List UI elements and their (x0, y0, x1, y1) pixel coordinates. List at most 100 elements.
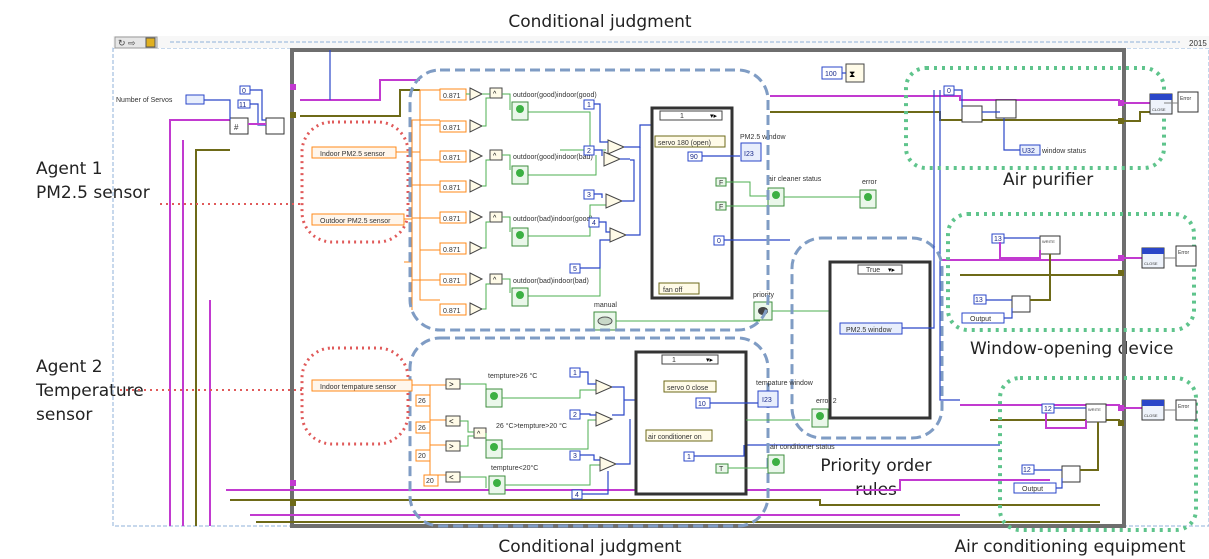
number-of-servos-control[interactable] (185, 94, 205, 105)
priority-case-selector[interactable] (857, 264, 903, 275)
svg-text:Output: Output (1022, 486, 1043, 493)
pm25-select-nodes (603, 139, 628, 243)
agent2-highlight (300, 346, 410, 446)
priority-label: priority (753, 292, 775, 299)
case2-value: 10 (698, 401, 706, 408)
caption-agent2-line3: sensor (36, 405, 92, 425)
error-label: error (862, 179, 877, 186)
svg-text:I23: I23 (762, 397, 772, 404)
window-device-const: 13 (994, 236, 1002, 243)
servo-config-node (265, 117, 285, 135)
pm25-condition-indicators (511, 101, 529, 307)
ac-io-node (1061, 465, 1081, 483)
svg-text:⧗: ⧗ (849, 69, 855, 79)
pm25-window-label: PM2.5 window (740, 134, 786, 141)
caption-agent2-line1: Agent 2 (36, 357, 103, 377)
air-conditioning-region (998, 376, 1198, 532)
priority-order-region (790, 236, 944, 440)
cond-bad-bad: outdoor(bad)indoor(bad) (513, 278, 589, 285)
pm25-case-selector[interactable] (659, 110, 723, 121)
while-loop-frame (290, 48, 1126, 528)
priority-case-structure (828, 260, 932, 420)
svg-text:▾▸: ▾▸ (888, 267, 896, 274)
svg-text:100: 100 (825, 71, 837, 78)
svg-text:▾▸: ▾▸ (710, 113, 718, 120)
purifier-servo-node (961, 105, 983, 123)
svg-text:^: ^ (477, 431, 481, 438)
agent1-highlight (300, 120, 410, 244)
svg-text:T: T (719, 466, 724, 473)
svg-text:0: 0 (717, 238, 721, 245)
svg-text:3: 3 (573, 453, 577, 460)
pm25-index-consts: 1 2 3 4 5 (569, 99, 600, 274)
cond-temp-high: tempture>26 °C (488, 372, 537, 380)
svg-text:0.871: 0.871 (443, 278, 461, 285)
svg-text:>: > (449, 380, 454, 389)
ac-error-handler (1175, 399, 1197, 421)
caption-window-device: Window-opening device (970, 339, 1173, 359)
temp-select-nodes (595, 379, 618, 472)
caption-agent1-line1: Agent 1 (36, 159, 103, 179)
caption-top: Conditional judgment (508, 12, 692, 32)
svg-text:1: 1 (687, 454, 691, 461)
svg-text:WRITE: WRITE (1042, 239, 1055, 244)
ac-status-label: air conditioner status (770, 444, 835, 451)
svg-text:Outdoor PM2.5 sensor: Outdoor PM2.5 sensor (320, 218, 391, 225)
caption-agent2-line2: Temperature (35, 381, 144, 401)
caption-bottom: Conditional judgment (498, 537, 682, 557)
case1-fan-label: fan off (663, 287, 682, 294)
temp-condition-indicators (485, 388, 506, 495)
svg-text:1: 1 (672, 357, 676, 364)
svg-text:20: 20 (426, 478, 434, 485)
cond-temp-mid: 26 °C>tempture>20 °C (496, 422, 567, 430)
cond-bad-good: outdoor(bad)indoor(good) (513, 216, 593, 223)
air-cleaner-status-label: air cleaner status (768, 176, 822, 183)
case2-ac-label: air conditioner on (648, 434, 702, 441)
window-status-indicator (1019, 144, 1041, 156)
svg-text:▾▸: ▾▸ (706, 357, 714, 364)
temp-consts: 26 26 20 20 (415, 394, 439, 487)
svg-text:2: 2 (587, 148, 591, 155)
temp-comparators: > < > < ^ (445, 378, 487, 483)
temp-case-selector[interactable] (661, 354, 719, 365)
const-zero: 0 (242, 88, 246, 95)
svg-text:↻ ⇨: ↻ ⇨ (118, 38, 136, 48)
case2-servo-label: servo 0 close (667, 385, 708, 392)
window-io-node (1011, 295, 1031, 313)
error2-label: error 2 (816, 398, 837, 405)
svg-text:>: > (449, 442, 454, 451)
purifier-write-node (995, 99, 1017, 119)
svg-text:<: < (449, 473, 454, 482)
svg-text:0.871: 0.871 (443, 308, 461, 315)
svg-text:Indoor tempature sensor: Indoor tempature sensor (320, 384, 397, 391)
case1-servo-label: servo 180 (open) (658, 140, 711, 147)
pm25-wires (396, 89, 440, 310)
svg-text:True: True (866, 267, 880, 274)
svg-text:F: F (719, 180, 723, 187)
air-purifier-region (904, 66, 1166, 170)
window-status-label: window status (1041, 148, 1086, 155)
svg-text:Error: Error (1180, 96, 1191, 102)
pm25-comparators (469, 87, 484, 316)
svg-text:12: 12 (1023, 467, 1031, 474)
pm25-blue-wires (580, 103, 657, 269)
svg-text:0.871: 0.871 (443, 93, 461, 100)
svg-text:^: ^ (493, 153, 497, 160)
ac-write-node (1085, 403, 1107, 423)
svg-text:Output: Output (970, 316, 991, 323)
svg-text:13: 13 (975, 297, 983, 304)
conditional-judgment-region-top (408, 68, 770, 332)
window-error-handler (1175, 245, 1197, 267)
const-eleven: 11 (239, 102, 246, 109)
svg-text:CLOSE: CLOSE (1144, 261, 1158, 266)
svg-text:2: 2 (573, 412, 577, 419)
svg-text:Indoor PM2.5 sensor: Indoor PM2.5 sensor (320, 151, 386, 158)
ac-const: 12 (1044, 406, 1052, 413)
toolbar-icons[interactable]: ↻ ⇨ (114, 36, 158, 49)
temp-window-indicator (757, 390, 779, 408)
number-of-servos-label: Number of Servos (116, 97, 173, 104)
temp-case-structure (634, 350, 748, 496)
svg-text:WRITE: WRITE (1088, 407, 1101, 412)
svg-text:26: 26 (418, 398, 426, 405)
